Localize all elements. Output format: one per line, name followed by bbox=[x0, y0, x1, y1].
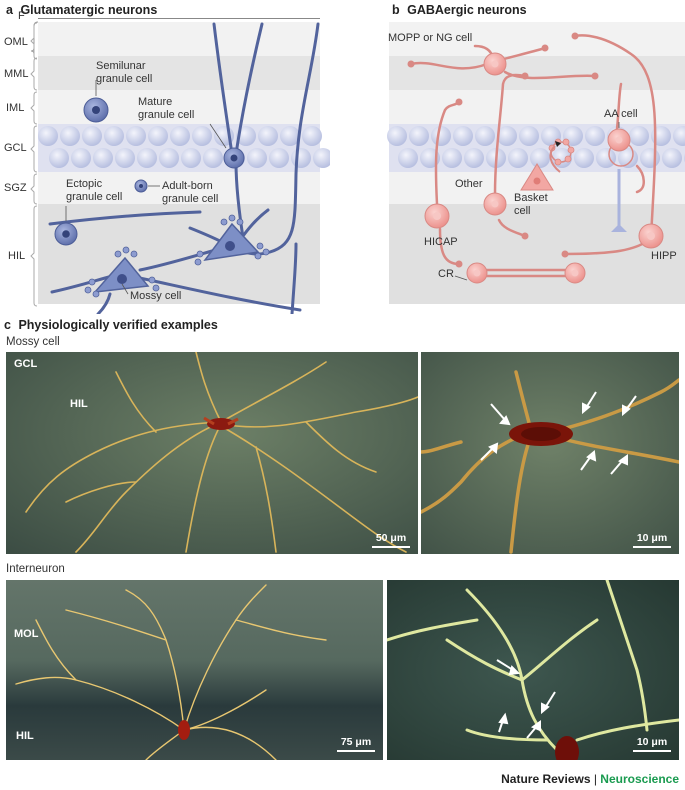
scale-bar-img1: 50 μm bbox=[372, 532, 410, 548]
cr-cell-label: CR bbox=[438, 268, 454, 280]
scale-label-img4: 10 μm bbox=[633, 736, 671, 748]
hil-label-img3: HIL bbox=[16, 730, 34, 742]
layer-oml-label: OML bbox=[4, 36, 28, 48]
layer-gcl-label: GCL bbox=[4, 142, 27, 154]
hil-label-img1: HIL bbox=[70, 398, 88, 410]
mossy-cell-micrograph-low: GCL HIL 50 μm bbox=[6, 352, 418, 554]
mol-label-img3: MOL bbox=[14, 628, 38, 640]
aa-cell-label: AA cell bbox=[604, 108, 638, 120]
scale-bar-img4: 10 μm bbox=[633, 736, 671, 752]
scale-bar-img3: 75 μm bbox=[337, 736, 375, 752]
footer-separator: | bbox=[591, 772, 601, 786]
interneuron-micrograph-low: MOL HIL 75 μm bbox=[6, 580, 383, 760]
scale-bar-line-img4 bbox=[633, 750, 671, 752]
mature-granule-cell-label: Mature granule cell bbox=[138, 96, 194, 122]
scale-bar-line-img2 bbox=[633, 546, 671, 548]
mossy-cell-heading: Mossy cell bbox=[6, 336, 60, 348]
scale-label-img1: 50 μm bbox=[372, 532, 410, 544]
footer-journal: Nature Reviews bbox=[501, 772, 590, 786]
layer-sgz-label: SGZ bbox=[4, 182, 27, 194]
scale-label-img3: 75 μm bbox=[337, 736, 375, 748]
panel-b-diagram bbox=[375, 14, 685, 314]
journal-footer: Nature Reviews | Neuroscience bbox=[501, 772, 679, 786]
arrow-markers-img2 bbox=[421, 352, 679, 554]
layer-f-label: F bbox=[18, 10, 25, 22]
scale-bar-line-img1 bbox=[372, 546, 410, 548]
panel-a-diagram bbox=[0, 14, 330, 314]
mossy-cell-micrograph-high: 10 μm bbox=[421, 352, 679, 554]
other-cell-label: Other bbox=[455, 178, 483, 190]
scale-bar-line-img3 bbox=[337, 750, 375, 752]
semilunar-granule-cell-label: Semilunar granule cell bbox=[96, 60, 152, 86]
arrow-markers-img4 bbox=[387, 580, 679, 760]
layer-mml-label: MML bbox=[4, 68, 28, 80]
mossy-cell-label: Mossy cell bbox=[130, 290, 181, 302]
layer-hil-label: HIL bbox=[8, 250, 25, 262]
basket-cell-label: Basket cell bbox=[514, 192, 548, 218]
ectopic-granule-cell-label: Ectopic granule cell bbox=[66, 178, 122, 204]
mopp-ng-cell-label: MOPP or NG cell bbox=[388, 32, 472, 44]
interneuron-micrograph-high: 10 μm bbox=[387, 580, 679, 760]
footer-section: Neuroscience bbox=[600, 772, 679, 786]
scale-label-img2: 10 μm bbox=[633, 532, 671, 544]
scale-bar-img2: 10 μm bbox=[633, 532, 671, 548]
panel-c-letter: c bbox=[4, 318, 11, 332]
panel-c-title: c Physiologically verified examples bbox=[4, 318, 218, 332]
hicap-cell-label: HICAP bbox=[424, 236, 458, 248]
panel-c-heading: Physiologically verified examples bbox=[18, 318, 217, 332]
layer-iml-label: IML bbox=[6, 102, 24, 114]
hipp-cell-label: HIPP bbox=[651, 250, 677, 262]
gcl-label-img1: GCL bbox=[14, 358, 37, 370]
adult-born-granule-cell-label: Adult-born granule cell bbox=[162, 180, 218, 206]
interneuron-heading: Interneuron bbox=[6, 563, 65, 575]
